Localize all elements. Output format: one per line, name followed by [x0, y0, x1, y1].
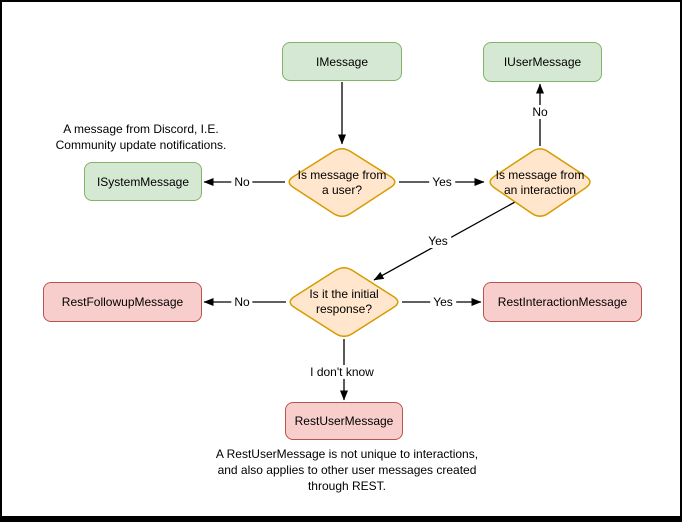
edge-label-user-check-no: No: [231, 175, 253, 189]
node-imessage: IMessage: [282, 42, 402, 81]
edge-label-initial-check-no: No: [231, 295, 253, 309]
node-isystemmessage-label: ISystemMessage: [96, 174, 190, 189]
node-restinteractionmessage: RestInteractionMessage: [483, 282, 642, 322]
decision-is-from-interaction-label: Is message from an interaction: [495, 167, 585, 197]
node-isystemmessage: ISystemMessage: [84, 162, 202, 201]
connector-layer: [203, 82, 591, 401]
flowchart-canvas: IMessage IUserMessage ISystemMessage Res…: [2, 2, 680, 516]
decision-is-from-user-shape: [288, 147, 396, 218]
node-restfollowupmessage-label: RestFollowupMessage: [61, 295, 184, 309]
node-iusermessage: IUserMessage: [483, 42, 602, 82]
annotation-system-message-note: A message from Discord, I.E. Community u…: [55, 122, 227, 152]
decision-is-from-interaction-shape: [489, 148, 591, 217]
edge-label-user-check-yes: Yes: [429, 175, 455, 189]
decision-is-initial-response-shape: [289, 266, 399, 338]
node-restusermessage-label: RestUserMessage: [294, 414, 394, 428]
decision-is-from-user-label: Is message from a user?: [297, 167, 387, 197]
node-imessage-label: IMessage: [315, 54, 369, 69]
node-restinteractionmessage-label: RestInteractionMessage: [497, 295, 628, 309]
edge-label-initial-check-yes: Yes: [430, 295, 456, 309]
edge-label-interaction-check-no: No: [529, 105, 551, 119]
edge-label-initial-check-unknown: I don't know: [307, 365, 377, 379]
edge-label-interaction-check-yes: Yes: [425, 234, 451, 248]
decision-is-initial-response-label: Is it the initial response?: [309, 287, 379, 316]
node-iusermessage-label: IUserMessage: [503, 55, 582, 69]
annotation-rest-user-message-note: A RestUserMessage is not unique to inter…: [215, 447, 479, 493]
node-restusermessage: RestUserMessage: [285, 402, 403, 440]
node-restfollowupmessage: RestFollowupMessage: [43, 282, 202, 322]
